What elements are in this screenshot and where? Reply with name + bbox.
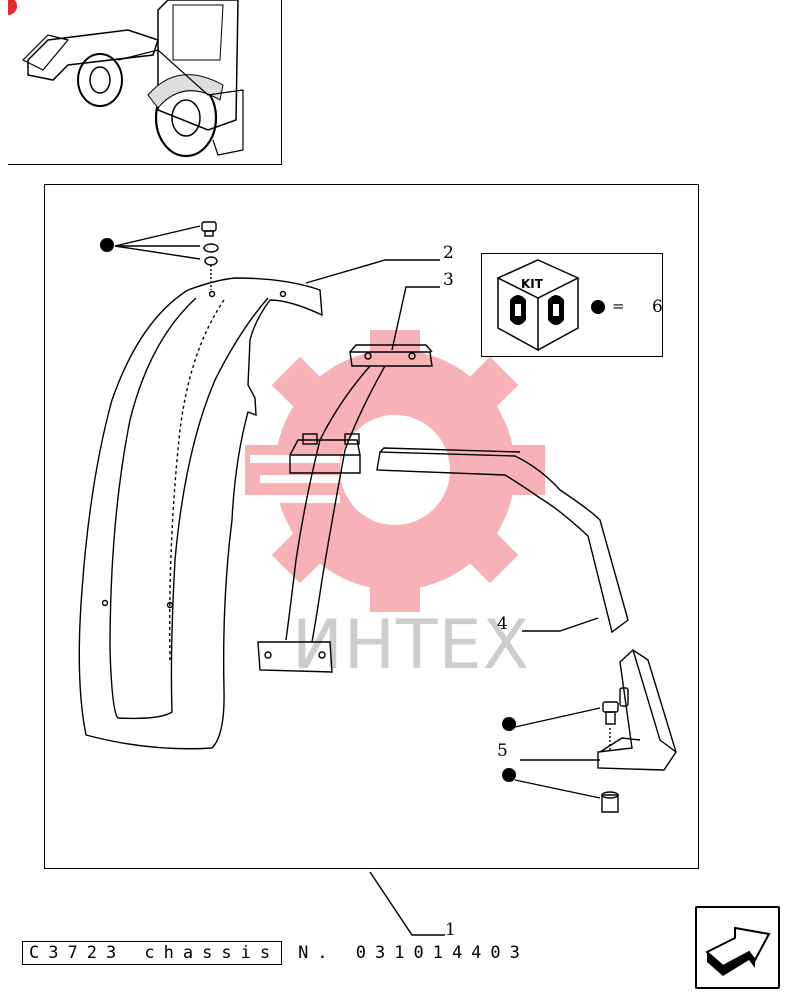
kit-cube-icon: [496, 259, 580, 352]
chassis-footer: C3723 chassis N. 031014403: [22, 941, 529, 965]
chassis-label: C3723 chassis: [22, 941, 283, 965]
support-bracket: [349, 351, 433, 367]
marker-dot-icon: [591, 300, 605, 314]
diagram-frame: [44, 184, 699, 869]
marker-dot-icon: [502, 717, 516, 731]
angle-bracket: [597, 649, 677, 771]
kit-label: KIT: [521, 277, 543, 291]
callout-5: 5: [497, 741, 508, 761]
stay-rod: [376, 451, 629, 634]
backhoe-loader-thumbnail-image: [0, 0, 244, 158]
kit-equals: =: [612, 297, 625, 315]
next-page-button[interactable]: [695, 906, 780, 989]
callout-4: 4: [497, 614, 508, 634]
fender-part: [78, 277, 323, 750]
marker-dot-icon: [502, 768, 516, 782]
callout-2: 2: [443, 243, 454, 263]
callout-6: 6: [652, 297, 663, 317]
callout-3: 3: [443, 270, 454, 290]
marker-dot-icon: [100, 238, 114, 252]
callout-1: 1: [445, 920, 456, 940]
machine-thumbnail: [0, 0, 282, 165]
chassis-number: N. 031014403: [298, 943, 529, 963]
kit-legend-box: [481, 253, 663, 357]
next-page-arrow-icon: [705, 926, 771, 976]
